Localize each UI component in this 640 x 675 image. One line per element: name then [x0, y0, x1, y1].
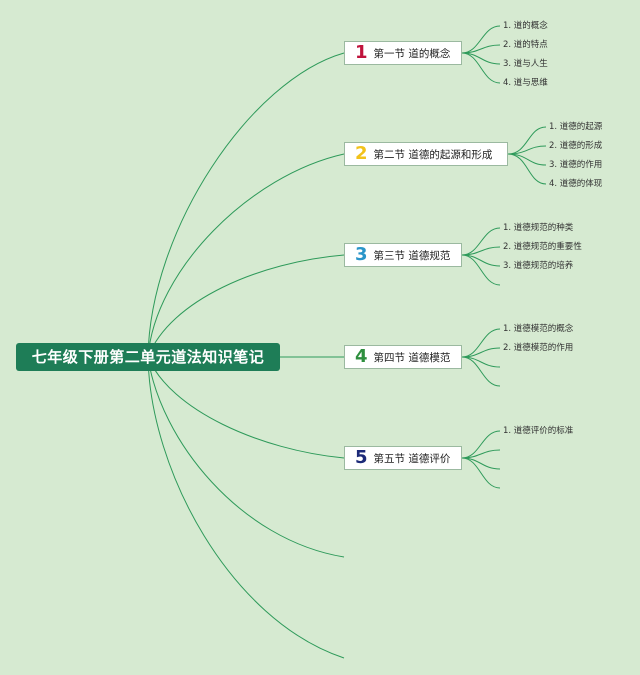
edge-s1-leaf-1 [461, 25, 501, 54]
section-4-node[interactable]: 4 第四节 道德模范 [344, 345, 462, 369]
edge-s2-leaf-4 [507, 153, 547, 185]
edge-root-section-2 [147, 153, 345, 358]
section-3-item-1[interactable]: 1. 道德规范的种类 [503, 223, 574, 233]
section-3-item-2[interactable]: 2. 道德规范的重要性 [503, 242, 582, 252]
section-5-label: 第五节 道德评价 [373, 452, 451, 465]
section-5-node[interactable]: 5 第五节 道德评价 [344, 446, 462, 470]
section-1-node[interactable]: 1 第一节 道的概念 [344, 41, 462, 65]
section-1-item-2[interactable]: 2. 道的特点 [503, 40, 548, 50]
section-4-item-1[interactable]: 1. 道德模范的概念 [503, 324, 574, 334]
edge-root-section-5 [147, 356, 345, 459]
section-3-number: 3 [355, 244, 368, 265]
edge-root-section-1 [147, 52, 345, 358]
section-4-number: 4 [355, 346, 368, 367]
section-1-number: 1 [355, 42, 368, 63]
section-2-item-2[interactable]: 2. 道德的形成 [549, 141, 603, 151]
section-3-item-3[interactable]: 3. 道德规范的培养 [503, 261, 574, 271]
edge-root-spare-1 [147, 356, 345, 558]
section-4-label: 第四节 道德模范 [373, 351, 451, 364]
edge-s5-leaf-empty-3 [461, 457, 501, 489]
section-5-item-1[interactable]: 1. 道德评价的标准 [503, 426, 574, 436]
section-2-item-4[interactable]: 4. 道德的体现 [549, 179, 603, 189]
edge-s4-leaf-1 [461, 328, 501, 358]
root-topic[interactable]: 七年级下册第二单元道法知识笔记 [16, 343, 280, 371]
section-3-label: 第三节 道德规范 [373, 249, 451, 262]
edge-s3-leaf-empty [461, 254, 501, 286]
section-1-item-3[interactable]: 3. 道与人生 [503, 59, 548, 69]
edge-s4-leaf-2 [461, 347, 501, 358]
edge-s2-leaf-3 [507, 153, 547, 166]
edge-root-section-3 [147, 254, 345, 358]
section-2-node[interactable]: 2 第二节 道德的起源和形成 [344, 142, 508, 166]
edge-s4-leaf-empty-2 [461, 356, 501, 387]
section-5-number: 5 [355, 447, 368, 468]
section-2-label: 第二节 道德的起源和形成 [373, 148, 493, 161]
edge-root-spare-2 [147, 356, 345, 659]
section-3-node[interactable]: 3 第三节 道德规范 [344, 243, 462, 267]
edge-s5-leaf-1 [461, 430, 501, 459]
edge-s3-leaf-1 [461, 227, 501, 256]
section-2-item-1[interactable]: 1. 道德的起源 [549, 122, 603, 132]
edge-s1-leaf-4 [461, 52, 501, 84]
section-1-item-4[interactable]: 4. 道与思维 [503, 78, 548, 88]
section-2-item-3[interactable]: 3. 道德的作用 [549, 160, 603, 170]
section-2-number: 2 [355, 143, 368, 164]
section-4-item-2[interactable]: 2. 道德模范的作用 [503, 343, 574, 353]
section-1-label: 第一节 道的概念 [373, 47, 451, 60]
edge-s2-leaf-1 [507, 126, 547, 155]
section-1-item-1[interactable]: 1. 道的概念 [503, 21, 548, 31]
